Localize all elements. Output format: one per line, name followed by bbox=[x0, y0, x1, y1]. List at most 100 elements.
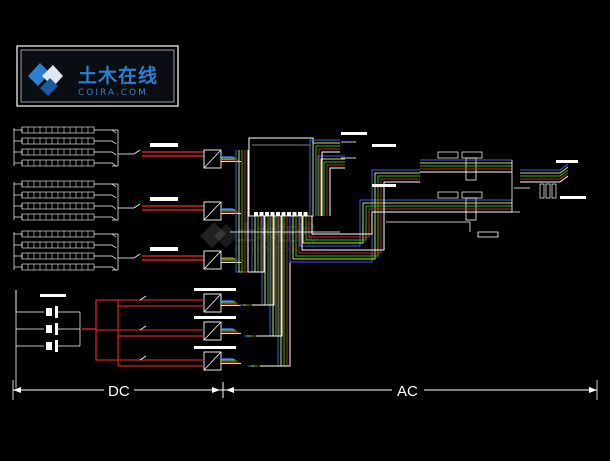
ac-feeder bbox=[301, 181, 420, 251]
output-breaker bbox=[551, 183, 557, 199]
watermark-subtext: COIRA.COM bbox=[236, 245, 300, 254]
output-tag bbox=[560, 196, 586, 199]
ac-feeder bbox=[318, 148, 340, 216]
string-lead bbox=[94, 205, 117, 210]
combiner bbox=[112, 129, 119, 167]
pv-group bbox=[13, 230, 204, 271]
converter-diagonal bbox=[203, 293, 222, 313]
terminal bbox=[281, 212, 286, 216]
battery-tag bbox=[40, 294, 66, 297]
converter-column bbox=[15, 149, 236, 388]
battery-positive bbox=[82, 299, 204, 330]
distribution-box bbox=[248, 137, 314, 217]
string-lead bbox=[94, 151, 117, 156]
terminal bbox=[287, 212, 291, 216]
section-dimension: DC AC bbox=[12, 380, 598, 400]
string-lead bbox=[94, 162, 117, 167]
feeder-tag bbox=[372, 184, 396, 187]
converter-diagonal bbox=[203, 351, 222, 371]
battery-positive bbox=[82, 328, 204, 361]
battery-breaker bbox=[139, 295, 147, 301]
ac-feeder bbox=[329, 167, 345, 216]
converter-label-bar bbox=[194, 316, 236, 319]
output-line bbox=[520, 166, 569, 174]
output-line bbox=[520, 172, 569, 180]
ac-feeder bbox=[309, 139, 340, 216]
output-line bbox=[520, 175, 569, 183]
ac-feeder bbox=[312, 142, 340, 216]
converter bbox=[203, 201, 222, 221]
ac-feeder bbox=[320, 158, 345, 216]
breaker-switch bbox=[133, 149, 141, 155]
terminal bbox=[259, 212, 264, 216]
ac-trunk bbox=[252, 216, 275, 306]
string-lead bbox=[94, 266, 117, 271]
output-line bbox=[520, 169, 569, 177]
logo-subtext: COIRA.COM bbox=[78, 88, 148, 98]
string-lead bbox=[94, 140, 117, 145]
ac-feeder bbox=[302, 202, 420, 244]
terminal bbox=[292, 212, 297, 216]
meter-box bbox=[437, 151, 459, 159]
string-lead bbox=[94, 129, 117, 134]
cable-tag bbox=[150, 143, 178, 147]
breaker-switch bbox=[133, 253, 141, 259]
battery-cell bbox=[55, 340, 58, 352]
battery-breaker bbox=[139, 325, 147, 331]
battery-cell bbox=[46, 308, 52, 316]
ac-trunk bbox=[256, 216, 283, 337]
output-breaker bbox=[539, 183, 545, 199]
converter-diagonal bbox=[203, 250, 222, 270]
terminal bbox=[303, 212, 308, 216]
string-lead bbox=[94, 183, 117, 188]
ac-feeder bbox=[321, 151, 340, 216]
converter bbox=[203, 149, 222, 169]
battery-cell bbox=[55, 306, 58, 318]
meter-box bbox=[461, 151, 483, 159]
ac-feeder bbox=[326, 164, 345, 216]
pv-group bbox=[13, 180, 204, 221]
ac-feeder bbox=[298, 178, 420, 254]
panel-riser bbox=[511, 160, 520, 213]
terminal bbox=[298, 212, 302, 216]
battery-cell bbox=[55, 323, 58, 335]
busbar-terminals bbox=[254, 212, 308, 216]
terminal bbox=[270, 212, 275, 216]
ac-feeder bbox=[311, 211, 420, 235]
ac-feeder bbox=[323, 161, 345, 216]
output-breaker bbox=[545, 183, 551, 199]
battery-cell bbox=[46, 342, 52, 350]
breaker-switch bbox=[133, 203, 141, 209]
output-tag bbox=[556, 160, 578, 163]
converter-label-bar bbox=[194, 346, 236, 349]
string-lead bbox=[94, 233, 117, 238]
string-lead bbox=[94, 244, 117, 249]
meter-box bbox=[437, 191, 459, 199]
dc-section-label: DC bbox=[108, 383, 130, 400]
converter-diagonal bbox=[203, 149, 222, 169]
converter-diagonal bbox=[203, 321, 222, 341]
string-lead bbox=[94, 255, 117, 260]
pv-group bbox=[13, 126, 204, 167]
converter-label-bar bbox=[194, 288, 236, 291]
combiner bbox=[112, 233, 119, 271]
ac-feeder bbox=[289, 169, 420, 263]
ac-section-label: AC bbox=[397, 383, 418, 400]
meter-box bbox=[461, 191, 483, 199]
converter-diagonal bbox=[203, 201, 222, 221]
ac-feeder bbox=[308, 208, 420, 238]
terminal bbox=[276, 212, 280, 216]
panel-tag bbox=[341, 132, 367, 135]
ground-bar bbox=[477, 231, 499, 238]
string-lead bbox=[94, 216, 117, 221]
cable-tag bbox=[150, 197, 178, 201]
cable-tag bbox=[150, 247, 178, 251]
battery-breaker bbox=[139, 355, 147, 361]
logo-icon bbox=[28, 63, 63, 96]
feeder-tag bbox=[372, 144, 396, 147]
battery-cell bbox=[46, 325, 52, 333]
logo-text: 土木在线 bbox=[78, 64, 158, 87]
battery-group bbox=[15, 290, 81, 352]
